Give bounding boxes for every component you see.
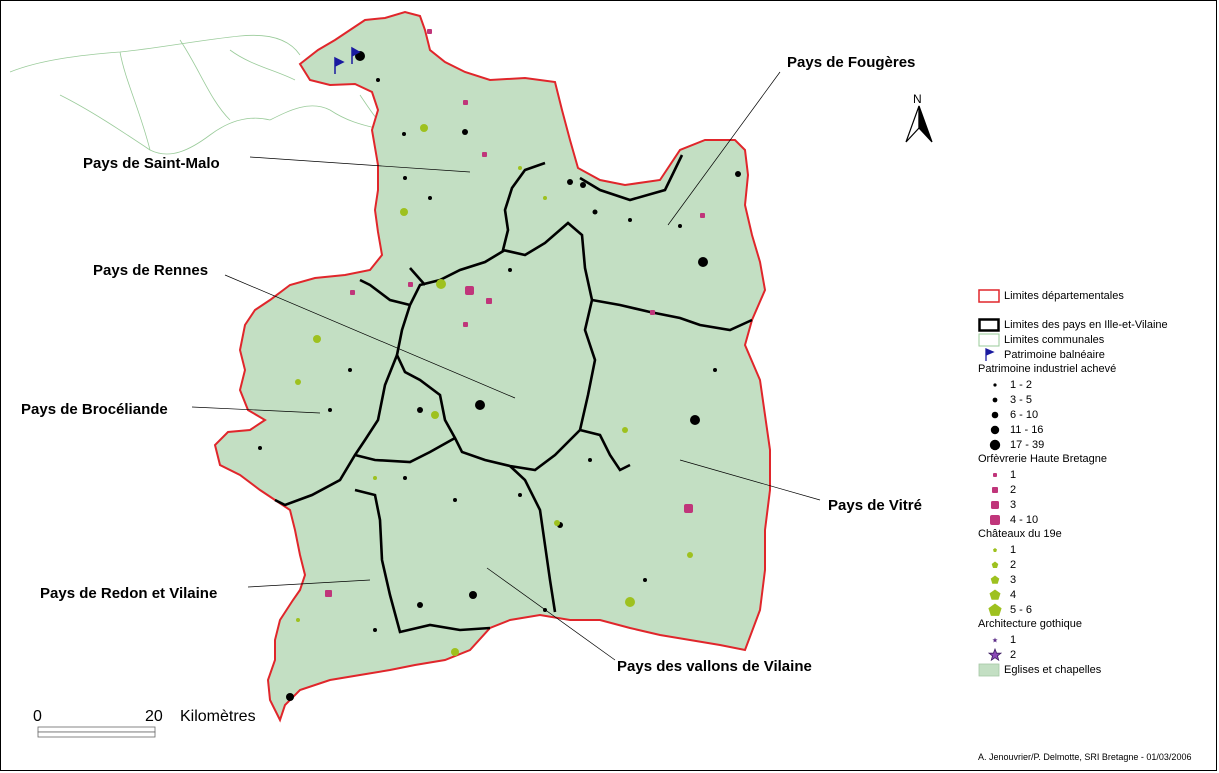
communal-limit-swatch-icon xyxy=(978,333,1000,347)
map-legend: Limites départementales Limites des pays… xyxy=(978,288,1213,677)
legend-row-orfevrerie: 4 - 10 xyxy=(978,512,1213,527)
dot-icon xyxy=(984,408,1006,422)
legend-label: 1 xyxy=(1010,543,1017,556)
legend-label: Limites des pays en Ille-et-Vilaine xyxy=(1004,318,1168,331)
square-icon xyxy=(984,468,1006,482)
legend-label: Limites communales xyxy=(1004,333,1105,346)
legend-row-gothique: 1 xyxy=(978,632,1213,647)
legend-heading-orfevrerie: Orfèvrerie Haute Bretagne xyxy=(978,453,1108,465)
legend-label: 1 - 2 xyxy=(1010,378,1033,391)
label-pays-fougeres: Pays de Fougères xyxy=(787,54,915,71)
star-icon xyxy=(984,647,1006,662)
credit-text: A. Jenouvrier/P. Delmotte, SRI Bretagne … xyxy=(978,752,1192,762)
legend-row-orfevrerie: 3 xyxy=(978,497,1213,512)
label-pays-vallons-vilaine: Pays des vallons de Vilaine xyxy=(617,658,812,675)
scale-twenty: 20 xyxy=(145,708,163,725)
legend-label: 3 - 5 xyxy=(1010,393,1033,406)
dot-icon xyxy=(984,423,1006,437)
legend-label: 2 xyxy=(1010,483,1017,496)
legend-label: Patrimoine balnéaire xyxy=(1004,348,1105,361)
legend-row-industriel: 11 - 16 xyxy=(978,422,1213,437)
label-pays-broceliande: Pays de Brocéliande xyxy=(21,401,168,418)
scale-zero: 0 xyxy=(33,708,42,725)
label-pays-redon-vilaine: Pays de Redon et Vilaine xyxy=(40,585,217,602)
legend-heading-industriel: Patrimoine industriel achevé xyxy=(978,363,1117,375)
dot-icon xyxy=(984,393,1006,407)
legend-row-orfevrerie: 2 xyxy=(978,482,1213,497)
flag-icon xyxy=(978,347,1000,362)
legend-row-industriel: 17 - 39 xyxy=(978,437,1213,452)
square-icon xyxy=(984,483,1006,497)
scale-unit: Kilomètres xyxy=(180,708,256,725)
chateaux-points xyxy=(295,124,693,656)
legend-row-industriel: 1 - 2 xyxy=(978,377,1213,392)
legend-row-chateaux: 5 - 6 xyxy=(978,602,1213,617)
orfevrerie-points xyxy=(325,29,705,597)
legend-label: Limites départementales xyxy=(1004,289,1124,302)
scale-bar: 0 20 Kilomètres xyxy=(33,708,256,738)
legend-row-gothique: 2 xyxy=(978,647,1213,662)
legend-row-chateaux: 4 xyxy=(978,587,1213,602)
star-icon xyxy=(984,633,1006,647)
legend-heading-chateaux: Châteaux du 19e xyxy=(978,528,1062,540)
eglises-swatch-icon xyxy=(978,663,1000,677)
department-ille-et-vilaine xyxy=(213,10,771,723)
legend-label: 1 xyxy=(1010,468,1017,481)
legend-heading-gothique: Architecture gothique xyxy=(978,618,1082,630)
legend-label: 17 - 39 xyxy=(1010,438,1045,451)
legend-label: 4 xyxy=(1010,588,1017,601)
north-letter: N xyxy=(913,92,922,106)
legend-row-communes: Limites communales xyxy=(978,332,1213,347)
label-pays-rennes: Pays de Rennes xyxy=(93,262,208,279)
legend-label: 3 xyxy=(1010,573,1017,586)
dot-icon xyxy=(984,378,1006,392)
balneaire-flag-icon xyxy=(334,56,345,74)
legend-label: 11 - 16 xyxy=(1010,423,1044,436)
label-pays-vitre: Pays de Vitré xyxy=(828,497,922,514)
pentagon-icon xyxy=(984,558,1006,572)
legend-row-chateaux: 1 xyxy=(978,542,1213,557)
neighbour-communes xyxy=(9,34,393,155)
legend-row-industriel: 6 - 10 xyxy=(978,407,1213,422)
pays-boundaries xyxy=(274,154,753,634)
legend-row-chateaux: 3 xyxy=(978,572,1213,587)
label-leader-lines xyxy=(191,71,821,661)
square-icon xyxy=(984,513,1006,527)
pentagon-icon xyxy=(984,603,1006,617)
legend-row-industriel: 3 - 5 xyxy=(978,392,1213,407)
legend-label: 4 - 10 xyxy=(1010,513,1039,526)
dot-icon xyxy=(984,438,1006,452)
legend-label: 3 xyxy=(1010,498,1017,511)
pentagon-icon xyxy=(984,588,1006,602)
legend-row-eglises: Eglises et chapelles xyxy=(978,662,1213,677)
legend-label: 1 xyxy=(1010,633,1017,646)
legend-row-departement: Limites départementales xyxy=(978,288,1213,303)
balneaire-flag-icon xyxy=(351,46,361,64)
legend-label: 2 xyxy=(1010,648,1017,661)
legend-row-balneaire: Patrimoine balnéaire xyxy=(978,347,1213,362)
square-icon xyxy=(984,498,1006,512)
pentagon-icon xyxy=(984,573,1006,587)
legend-row-chateaux: 2 xyxy=(978,557,1213,572)
legend-label: Eglises et chapelles xyxy=(1004,663,1102,676)
pays-limit-swatch-icon xyxy=(978,317,1000,332)
pentagon-icon xyxy=(984,543,1006,557)
legend-row-orfevrerie: 1 xyxy=(978,467,1213,482)
legend-row-pays: Limites des pays en Ille-et-Vilaine xyxy=(978,317,1213,332)
north-arrow-icon: N xyxy=(905,92,933,143)
legend-label: 2 xyxy=(1010,558,1017,571)
legend-label: 6 - 10 xyxy=(1010,408,1039,421)
department-limit-swatch-icon xyxy=(978,288,1000,303)
label-pays-saint-malo: Pays de Saint-Malo xyxy=(83,155,220,172)
legend-label: 5 - 6 xyxy=(1010,603,1033,616)
